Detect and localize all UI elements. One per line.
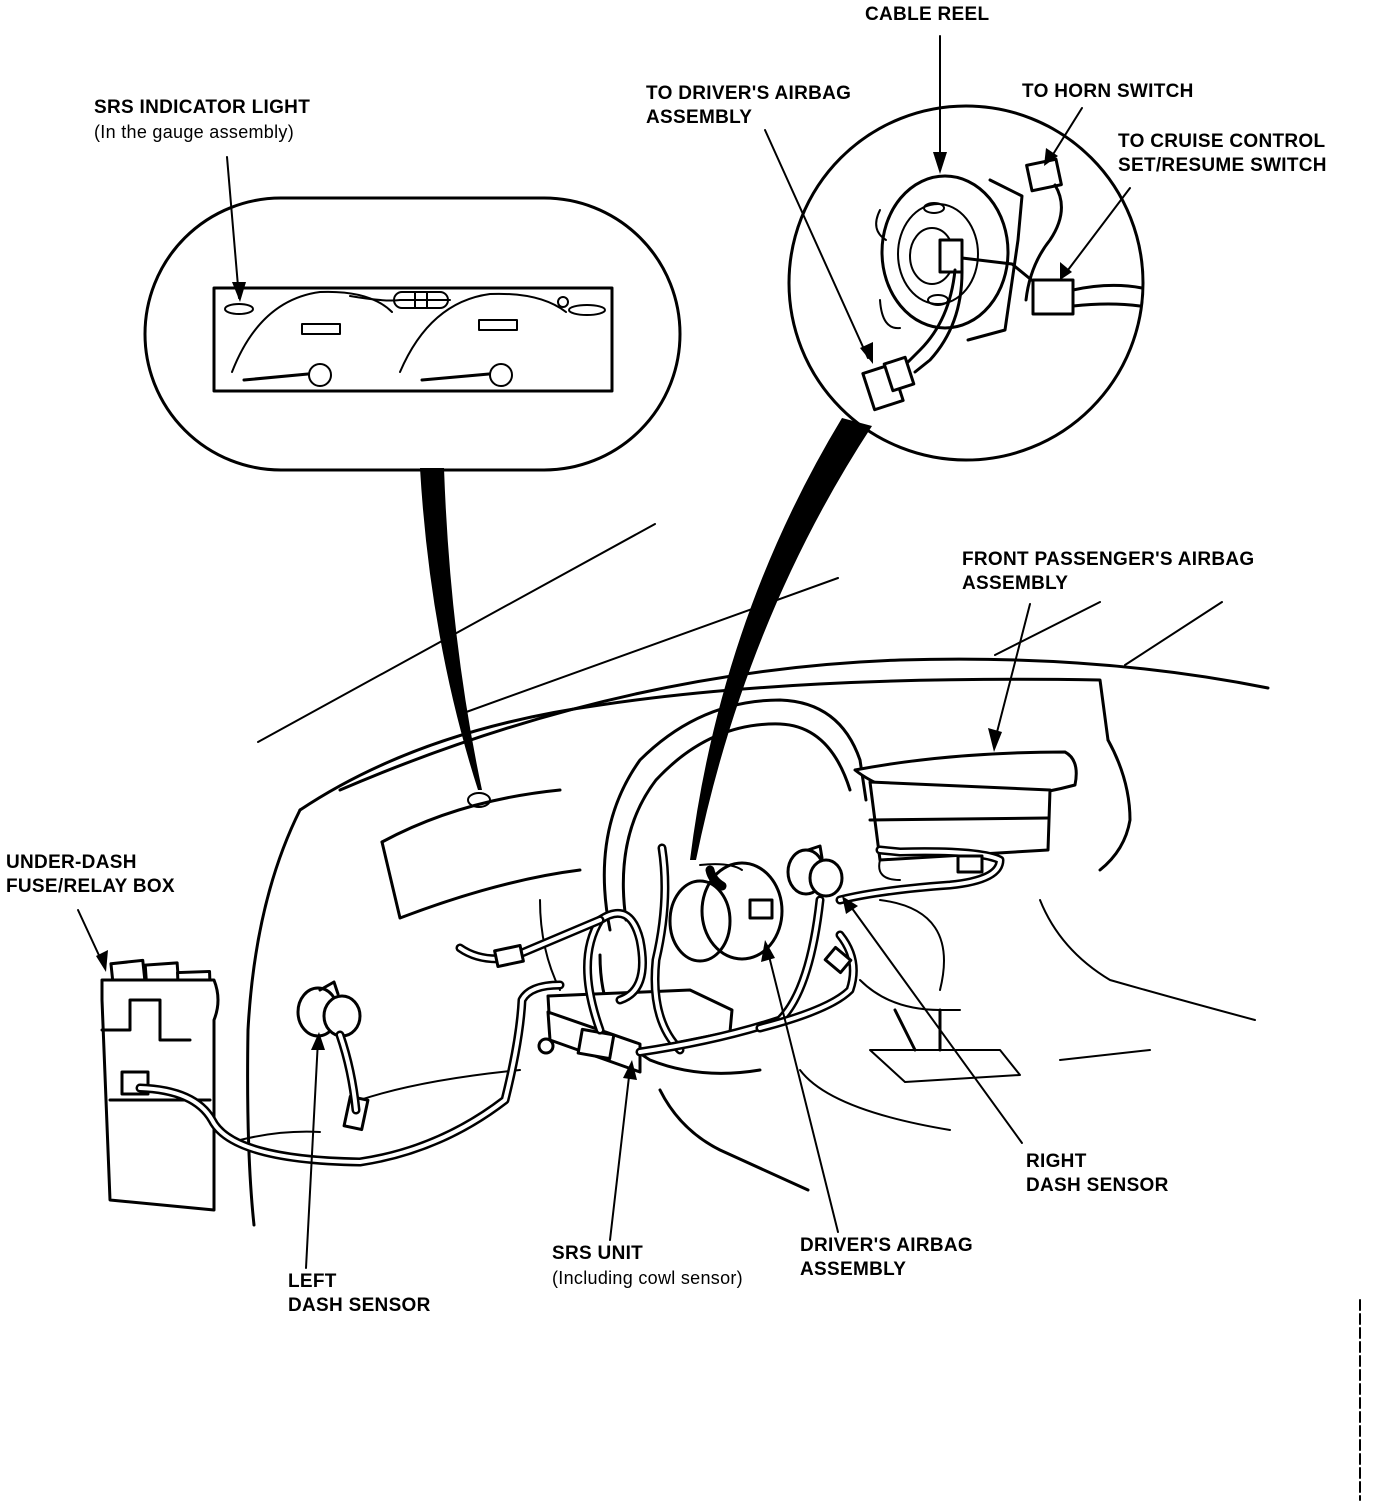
label-srs-unit: SRS UNIT (Including cowl sensor)	[552, 1243, 743, 1288]
label-to-horn-switch: TO HORN SWITCH	[1022, 81, 1194, 102]
cable-reel-inset	[690, 104, 1145, 860]
srs-harness	[135, 843, 1005, 1167]
label-under-dash-fuse-box: UNDER-DASH FUSE/RELAY BOX	[6, 852, 175, 897]
label-srs-indicator-light-note: (In the gauge assembly)	[94, 122, 295, 142]
label-right-dash-sensor: RIGHT DASH SENSOR	[1026, 1151, 1169, 1196]
leader-lines	[77, 35, 1131, 1269]
fuse-relay-box	[100, 958, 220, 1212]
label-left-dash-sensor: LEFT DASH SENSOR	[288, 1271, 431, 1316]
srs-unit	[537, 988, 734, 1074]
label-front-passenger-airbag: FRONT PASSENGER'S AIRBAG ASSEMBLY	[962, 549, 1255, 594]
label-to-cruise-control: TO CRUISE CONTROL SET/RESUME SWITCH	[1118, 131, 1327, 176]
label-drivers-airbag: DRIVER'S AIRBAG ASSEMBLY	[800, 1235, 973, 1280]
label-cable-reel: CABLE REEL	[865, 4, 990, 25]
right-dash-sensor	[786, 844, 844, 898]
left-dash-sensor	[296, 980, 370, 1132]
srs-indicator-lamp	[224, 303, 254, 315]
passenger-airbag	[853, 750, 1078, 881]
label-to-drivers-airbag: TO DRIVER'S AIRBAG ASSEMBLY	[646, 83, 852, 128]
label-srs-indicator-light: SRS INDICATOR LIGHT (In the gauge assemb…	[94, 97, 311, 142]
dashboard-outline	[239, 523, 1270, 1227]
gauge-inset	[143, 196, 682, 808]
label-srs-unit-note: (Including cowl sensor)	[552, 1268, 743, 1288]
